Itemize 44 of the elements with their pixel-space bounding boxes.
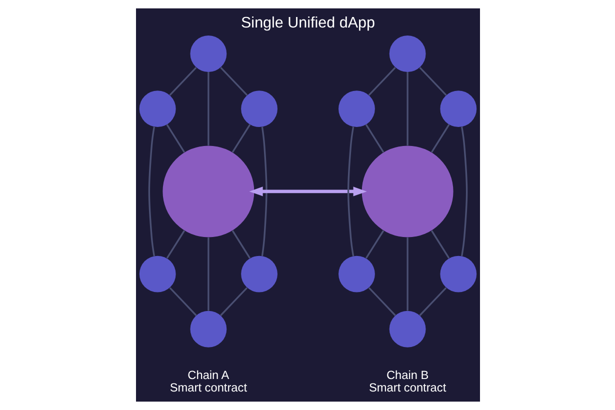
node-circle bbox=[388, 310, 426, 348]
node-circle bbox=[240, 90, 277, 128]
connector bbox=[430, 230, 450, 259]
node-circle bbox=[162, 146, 254, 238]
connector bbox=[168, 66, 196, 96]
connector bbox=[260, 126, 267, 256]
diagram-title: Single Unified dApp bbox=[240, 14, 374, 32]
connector bbox=[364, 124, 384, 153]
connector bbox=[418, 287, 446, 316]
node-circle bbox=[338, 256, 374, 292]
node-circle bbox=[190, 36, 226, 72]
node-label: Chain B bbox=[386, 368, 428, 382]
connector bbox=[166, 124, 185, 153]
connector bbox=[220, 287, 248, 316]
connector bbox=[406, 72, 408, 146]
connector bbox=[430, 124, 450, 153]
node-circle bbox=[240, 256, 277, 292]
node-circle bbox=[440, 90, 476, 128]
node-circle bbox=[138, 256, 176, 292]
connector bbox=[364, 230, 384, 259]
connector bbox=[406, 238, 408, 311]
connector bbox=[166, 230, 185, 259]
connector bbox=[368, 66, 396, 96]
connector bbox=[207, 238, 209, 311]
arrow bbox=[248, 186, 366, 196]
connector bbox=[418, 66, 446, 96]
connector bbox=[207, 72, 209, 146]
connector bbox=[460, 126, 468, 256]
node-circle bbox=[388, 36, 426, 72]
connector bbox=[346, 126, 354, 256]
connector bbox=[220, 66, 248, 96]
connector bbox=[168, 287, 196, 316]
node-circle bbox=[138, 90, 176, 128]
connector bbox=[231, 230, 250, 259]
node-label: Chain A bbox=[187, 368, 229, 382]
connector bbox=[148, 126, 155, 256]
connector bbox=[231, 124, 250, 153]
connector bbox=[368, 287, 396, 316]
node-circle bbox=[190, 310, 226, 348]
node-label: Smart contract bbox=[368, 380, 446, 395]
node-circle bbox=[440, 256, 476, 292]
node-label: Smart contract bbox=[169, 380, 246, 395]
node-circle bbox=[338, 90, 374, 128]
node-circle bbox=[361, 146, 453, 238]
